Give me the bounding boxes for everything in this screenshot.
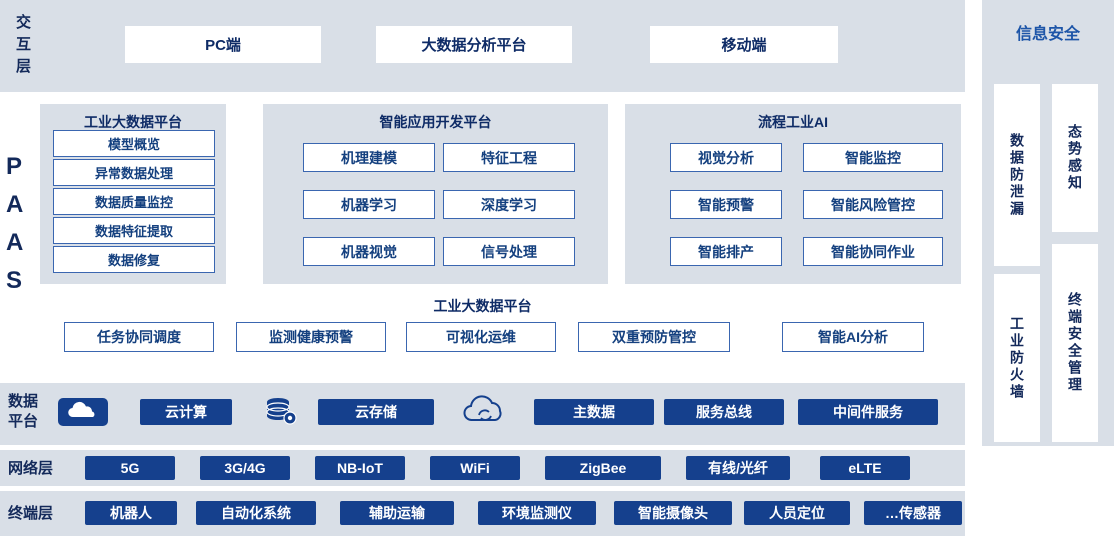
node-machine-learning: 机器学习	[303, 190, 435, 219]
node-situation-awareness: 态势感知	[1052, 84, 1098, 232]
information-security-title: 信息安全	[1015, 26, 1080, 43]
node-automation-system: 自动化系统	[196, 501, 316, 525]
node-cloud-computing: 云计算	[140, 399, 232, 425]
node-abnormal-data-processing: 异常数据处理	[53, 159, 215, 186]
node-nb-iot: NB-IoT	[315, 456, 405, 480]
node-3g-4g: 3G/4G	[200, 456, 290, 480]
node-service-bus: 服务总线	[664, 399, 784, 425]
node-intelligent-risk-control: 智能风险管控	[803, 190, 943, 219]
paas-layer-label: PAAS	[6, 153, 24, 294]
node-machine-vision: 机器视觉	[303, 237, 435, 266]
panel-intelligent-app-dev: 智能应用开发平台 机理建模 特征工程 机器学习 深度学习 机器视觉 信号处理	[263, 104, 608, 284]
node-sensors: …传感器	[864, 501, 962, 525]
node-cloud-storage: 云存储	[318, 399, 434, 425]
node-intelligent-ai-analysis: 智能AI分析	[782, 322, 924, 352]
node-intelligent-collaboration: 智能协同作业	[803, 237, 943, 266]
node-data-quality-monitoring: 数据质量监控	[53, 188, 215, 215]
panel-process-industry-ai: 流程工业AI 视觉分析 智能监控 智能预警 智能风险管控 智能排产 智能协同作业	[625, 104, 961, 284]
node-middleware-services: 中间件服务	[798, 399, 938, 425]
interaction-layer-label: 交互层	[16, 14, 32, 75]
panel-industrial-bigdata-title: 工业大数据平台	[84, 114, 182, 130]
node-double-prevention-control: 双重预防管控	[578, 322, 730, 352]
panel-industrial-bigdata: 工业大数据平台 模型概览 异常数据处理 数据质量监控 数据特征提取 数据修复	[40, 104, 226, 284]
node-data-leak-prevention: 数据防泄漏	[994, 84, 1040, 266]
node-elte: eLTE	[820, 456, 910, 480]
node-smart-camera: 智能摄像头	[614, 501, 732, 525]
node-wifi: WiFi	[430, 456, 520, 480]
node-5g: 5G	[85, 456, 175, 480]
node-feature-engineering: 特征工程	[443, 143, 575, 172]
information-security-sidebar: 信息安全 数据防泄漏 态势感知 工业防火墙 终端安全管理	[982, 0, 1114, 446]
node-mechanism-modeling: 机理建模	[303, 143, 435, 172]
node-health-monitoring-warning: 监测健康预警	[236, 322, 386, 352]
node-personnel-positioning: 人员定位	[744, 501, 850, 525]
node-auxiliary-transport: 辅助运输	[340, 501, 454, 525]
cloud-computing-icon	[58, 398, 108, 426]
node-zigbee: ZigBee	[545, 456, 661, 480]
node-task-coordination: 任务协同调度	[64, 322, 214, 352]
node-intelligent-scheduling: 智能排产	[670, 237, 782, 266]
node-visual-operations: 可视化运维	[406, 322, 556, 352]
database-icon	[262, 396, 298, 426]
node-pc-client: PC端	[125, 26, 321, 63]
node-environment-monitor: 环境监测仪	[478, 501, 596, 525]
node-bigdata-analysis-platform: 大数据分析平台	[376, 26, 572, 63]
node-terminal-security-management: 终端安全管理	[1052, 244, 1098, 442]
node-deep-learning: 深度学习	[443, 190, 575, 219]
node-industrial-firewall: 工业防火墙	[994, 274, 1040, 442]
node-wired-fiber: 有线/光纤	[686, 456, 790, 480]
node-intelligent-monitoring: 智能监控	[803, 143, 943, 172]
node-mobile-client: 移动端	[650, 26, 838, 63]
terminal-layer-label: 终端层	[8, 505, 54, 522]
node-intelligent-warning: 智能预警	[670, 190, 782, 219]
paas-bottom-title: 工业大数据平台	[433, 298, 532, 314]
node-data-repair: 数据修复	[53, 246, 215, 273]
cloud-sync-icon	[458, 394, 512, 428]
node-robot: 机器人	[85, 501, 177, 525]
panel-process-industry-ai-title: 流程工业AI	[758, 114, 828, 130]
node-master-data: 主数据	[534, 399, 654, 425]
node-model-overview: 模型概览	[53, 130, 215, 157]
panel-intelligent-app-dev-title: 智能应用开发平台	[379, 114, 492, 130]
node-data-feature-extraction: 数据特征提取	[53, 217, 215, 244]
node-signal-processing: 信号处理	[443, 237, 575, 266]
network-layer-label: 网络层	[8, 460, 54, 477]
node-visual-analysis: 视觉分析	[670, 143, 782, 172]
data-platform-label: 数据平台	[8, 393, 39, 430]
